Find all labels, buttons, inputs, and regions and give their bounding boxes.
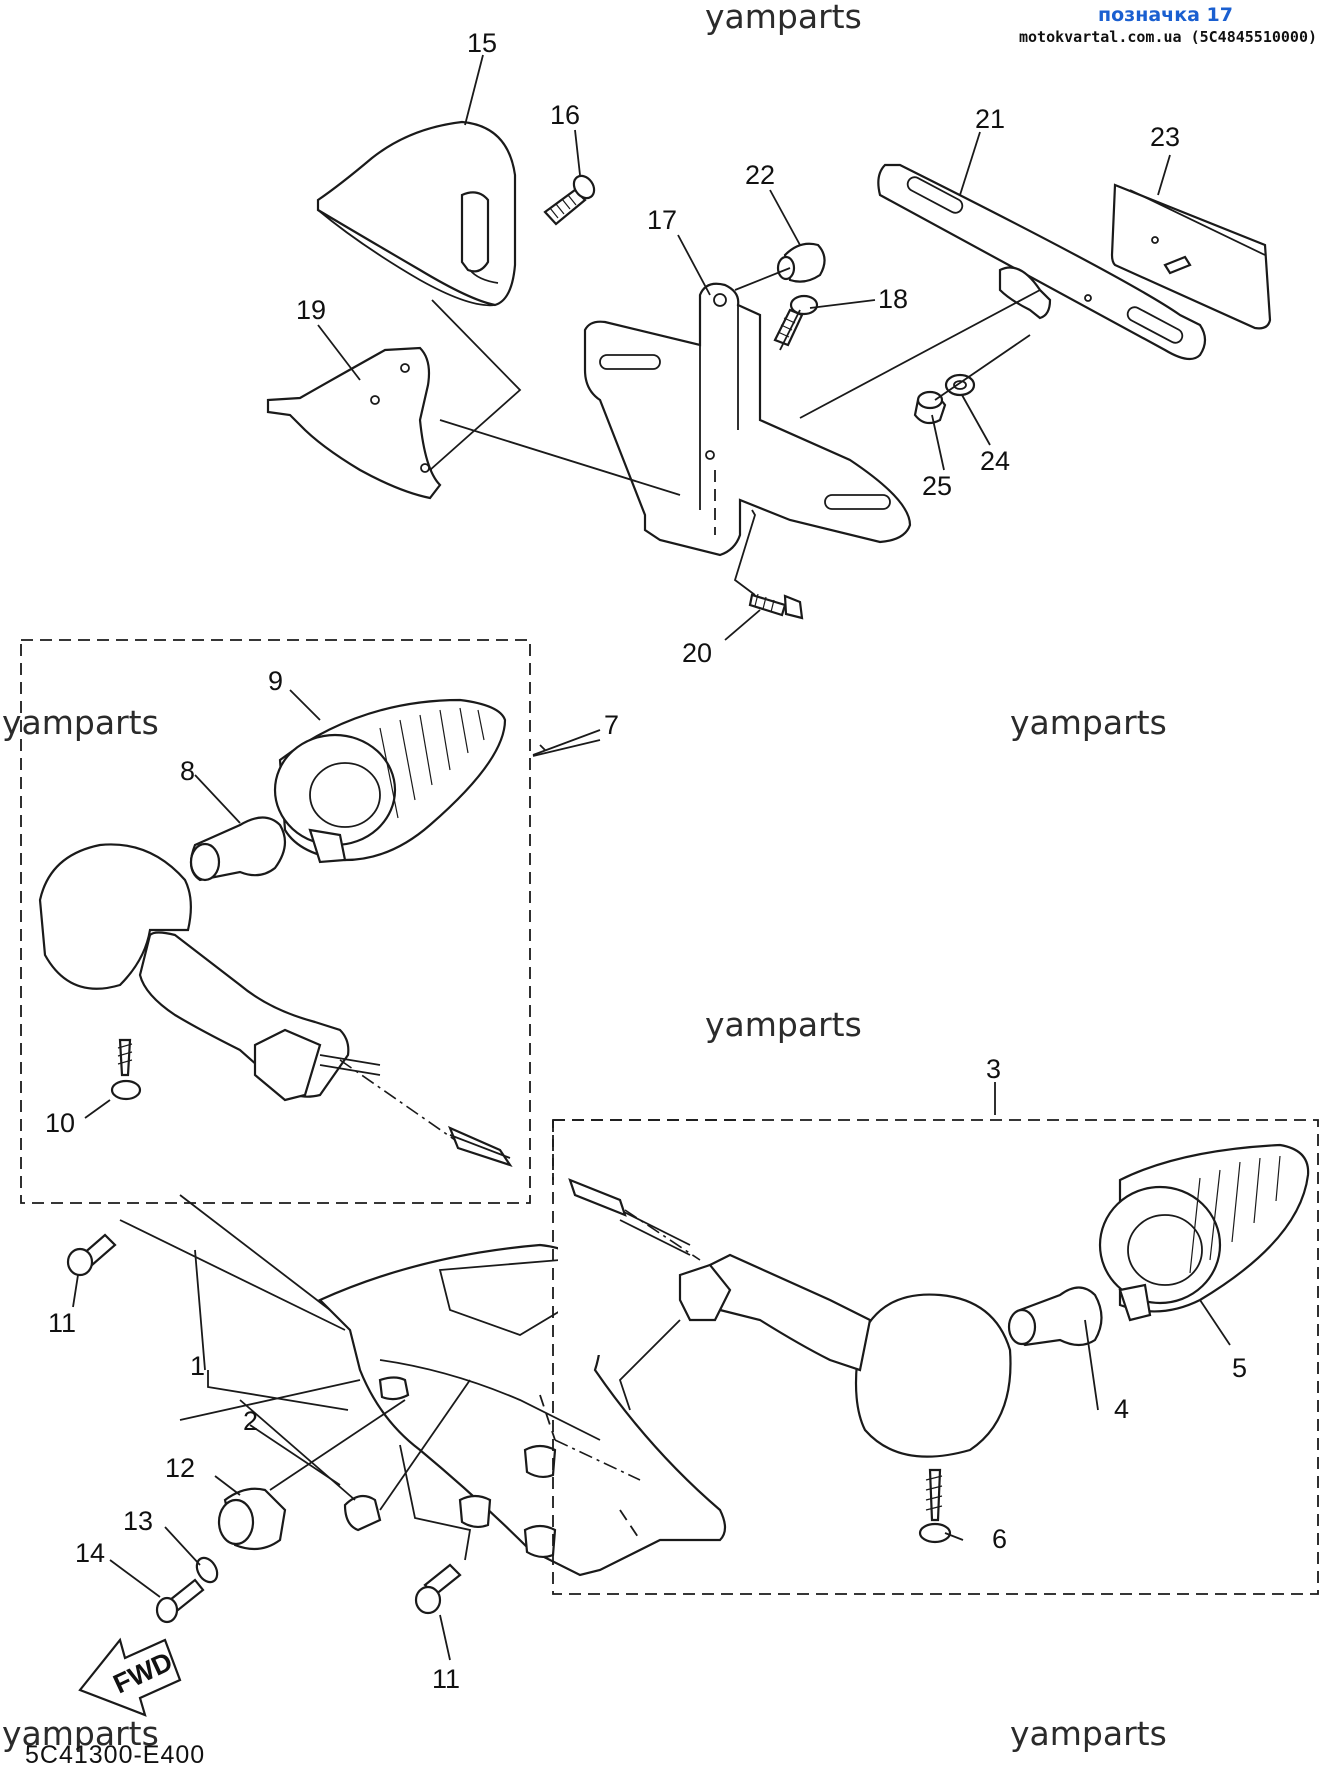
collar-pieces [458, 1444, 557, 1559]
cap-22 [776, 242, 826, 283]
callout-20: 20 [682, 638, 712, 668]
bolt-14 [155, 1578, 205, 1624]
callout-2: 2 [243, 1406, 258, 1436]
callout-12: 12 [165, 1453, 195, 1483]
callout-4: 4 [1114, 1394, 1129, 1424]
assembly-3-box [552, 1119, 1319, 1595]
flasher-body-left [38, 843, 513, 1168]
assembly-7-box [20, 639, 531, 1204]
watermark: yamparts [1010, 1714, 1167, 1753]
license-bracket-17 [583, 282, 912, 557]
callout-17: 17 [647, 205, 677, 235]
bolt-20 [748, 593, 804, 620]
callout-7: 7 [604, 710, 619, 740]
washer-13 [195, 1556, 219, 1584]
callout-19: 19 [296, 295, 326, 325]
callout-25: 25 [922, 471, 952, 501]
callout-leaders [72, 54, 1231, 1661]
callout-15: 15 [467, 28, 497, 58]
header-tag: позначка 17 [1098, 4, 1233, 26]
callout-11-top: 11 [48, 1308, 76, 1338]
callout-11-bottom: 11 [432, 1664, 460, 1694]
bolt-11-top [66, 1233, 117, 1277]
watermark: yamparts [2, 1714, 159, 1753]
callout-10: 10 [45, 1108, 75, 1138]
reflector-23 [1110, 183, 1272, 330]
grommet-12 [217, 1487, 287, 1551]
callout-16: 16 [550, 100, 580, 130]
callout-14: 14 [75, 1538, 105, 1568]
header-site: motokvartal.com.ua (5C4845510000) [1019, 28, 1318, 46]
bracket-19 [266, 346, 442, 500]
bolt-18 [773, 294, 819, 347]
callout-9: 9 [268, 666, 283, 696]
callout-13: 13 [123, 1506, 153, 1536]
callout-6: 6 [992, 1524, 1007, 1554]
bulb-4 [1007, 1286, 1103, 1347]
screw-16 [543, 174, 596, 226]
callout-22: 22 [745, 160, 775, 190]
flasher-body-right [568, 1178, 1012, 1458]
callout-5: 5 [1232, 1353, 1247, 1383]
screw-10 [110, 1038, 142, 1101]
flasher-lens-5 [1098, 1143, 1310, 1322]
fwd-arrow-icon: FWD [78, 1637, 182, 1717]
watermark: yamparts [2, 703, 159, 742]
nut-25 [913, 390, 947, 425]
callout-3: 3 [986, 1054, 1001, 1084]
tail-cover-part [316, 120, 517, 307]
screw-6 [918, 1468, 952, 1544]
washer-24 [944, 373, 976, 397]
bulb-8 [189, 816, 287, 882]
watermark: yamparts [705, 0, 862, 36]
callout-8: 8 [180, 756, 195, 786]
callout-1: 1 [190, 1351, 205, 1381]
callout-18: 18 [878, 284, 908, 314]
watermark: yamparts [705, 1005, 862, 1044]
callout-23: 23 [1150, 122, 1180, 152]
callout-24: 24 [980, 446, 1010, 476]
bolt-11-bottom [414, 1563, 462, 1615]
flasher-lens-9 [273, 698, 507, 864]
bulb-2 [343, 1494, 382, 1532]
plate-stay-21 [877, 163, 1207, 361]
diagram-code: 5C41300-E400 [25, 1741, 205, 1769]
callout-21: 21 [975, 104, 1005, 134]
watermark: yamparts [1010, 703, 1167, 742]
